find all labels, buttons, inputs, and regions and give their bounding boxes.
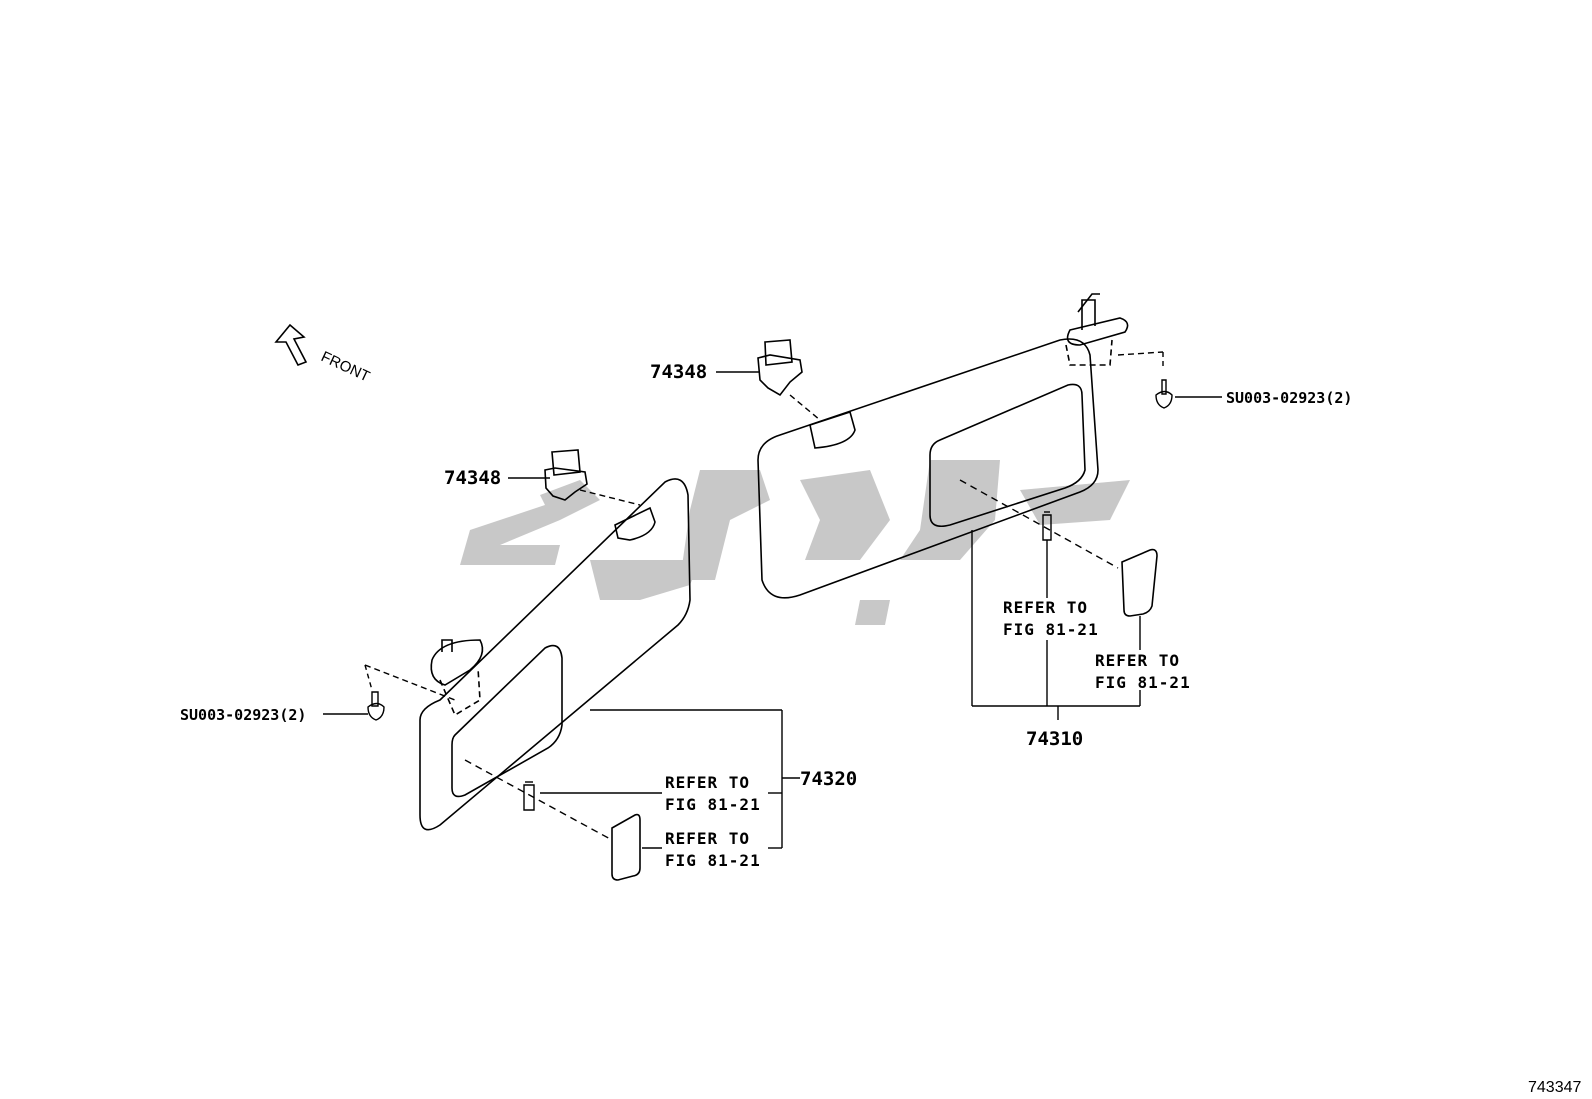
front-arrow-icon: FRONT xyxy=(274,323,372,385)
screw-left-icon xyxy=(367,691,385,721)
ref-left-mirror-line1: REFER TO xyxy=(665,829,750,848)
part-number-visor-right: 74310 xyxy=(1026,728,1083,750)
part-number-visor-left: 74320 xyxy=(800,768,857,790)
lamp-left-icon xyxy=(523,781,535,811)
sun-visor-right xyxy=(757,293,1129,599)
part-number-screw-right: SU003-02923(2) xyxy=(1226,389,1352,407)
part-number-holder-left: 74348 xyxy=(444,467,501,489)
screw-right-icon xyxy=(1155,379,1173,409)
watermark-logo xyxy=(460,460,1130,625)
mirror-right-icon xyxy=(1121,548,1158,617)
lamp-right-icon xyxy=(1042,511,1052,541)
ref-right-mirror-line1: REFER TO xyxy=(1095,651,1180,670)
mirror-left-icon xyxy=(611,813,641,881)
holder-right-icon xyxy=(757,339,803,397)
part-number-screw-left: SU003-02923(2) xyxy=(180,706,306,724)
ref-left-mirror-line2: FIG 81-21 xyxy=(665,851,761,870)
ref-left-lamp-line2: FIG 81-21 xyxy=(665,795,761,814)
figure-id: 743347 xyxy=(1528,1079,1581,1096)
part-number-holder-right: 74348 xyxy=(650,361,707,383)
holder-left-icon xyxy=(544,449,588,501)
ref-left-lamp-line1: REFER TO xyxy=(665,773,750,792)
sun-visor-left xyxy=(419,478,691,831)
ref-right-lamp-line1: REFER TO xyxy=(1003,598,1088,617)
front-label: FRONT xyxy=(318,348,372,385)
ref-right-mirror-line2: FIG 81-21 xyxy=(1095,673,1191,692)
ref-right-lamp-line2: FIG 81-21 xyxy=(1003,620,1099,639)
